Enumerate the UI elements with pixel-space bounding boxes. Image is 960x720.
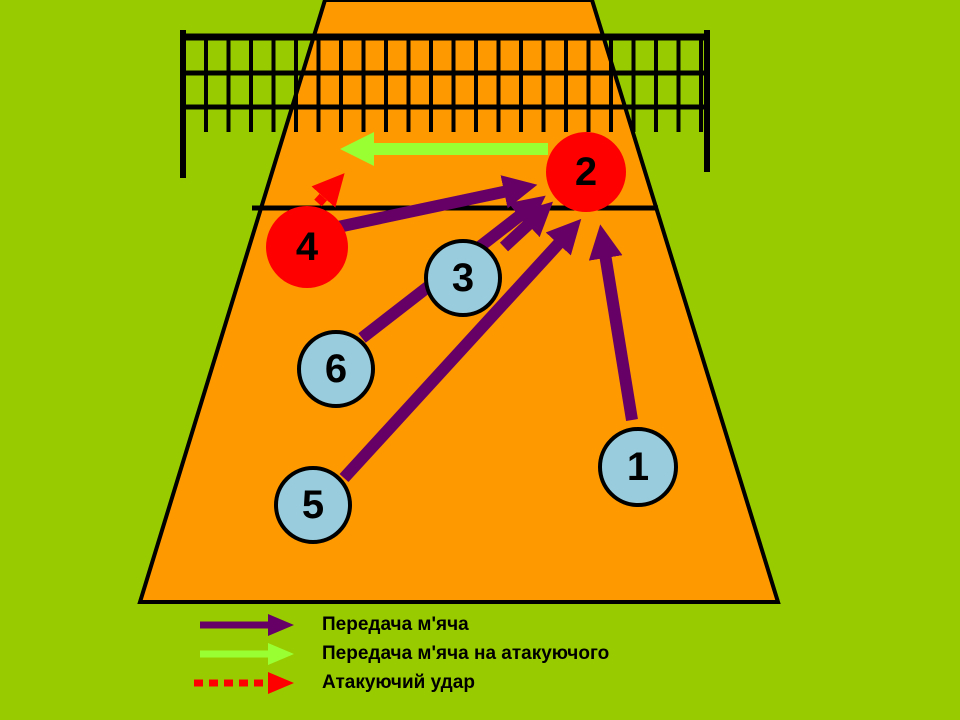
legend: Передача м'яча Передача м'яча на атакуюч…: [190, 610, 790, 697]
player-1: 1: [598, 427, 678, 507]
legend-item-setter-pass: Передача м'яча на атакуючого: [190, 639, 790, 668]
legend-label-pass: Передача м'яча: [322, 613, 469, 635]
player-6-marker: [297, 330, 375, 408]
player-4-number: 4: [296, 225, 319, 269]
player-6: 6: [297, 330, 375, 408]
legend-label-setter-pass: Передача м'яча на атакуючого: [322, 642, 610, 664]
pass-arrow-5-to-2: [339, 218, 582, 483]
player-3-number: 3: [452, 256, 474, 300]
pass-arrow-1-to-2: [588, 224, 638, 421]
pass-arrow-3-to-2: [499, 201, 554, 252]
legend-item-attack: Атакуючий удар: [190, 668, 790, 697]
player-2-marker: [546, 132, 626, 212]
legend-item-pass: Передача м'яча: [190, 610, 790, 639]
player-3: 3: [424, 239, 502, 317]
net: [180, 30, 710, 178]
player-5: 5: [274, 466, 352, 544]
player-3-marker: [424, 239, 502, 317]
player-2: 2: [546, 132, 626, 212]
player-5-marker: [274, 466, 352, 544]
attack-arrow-swatch: [194, 671, 294, 694]
player-1-marker: [598, 427, 678, 507]
player-4: 4: [266, 206, 348, 288]
pass-arrow-swatch: [200, 613, 294, 636]
player-6-number: 6: [325, 347, 347, 391]
player-2-number: 2: [575, 150, 597, 194]
player-5-number: 5: [302, 483, 324, 527]
legend-label-attack: Атакуючий удар: [322, 671, 475, 693]
player-4-marker: [266, 206, 348, 288]
attack-arrow-4: [311, 173, 345, 208]
setter-pass-arrow-swatch: [200, 642, 294, 665]
player-1-number: 1: [627, 445, 649, 489]
pass-arrow-4-to-2: [336, 175, 538, 233]
